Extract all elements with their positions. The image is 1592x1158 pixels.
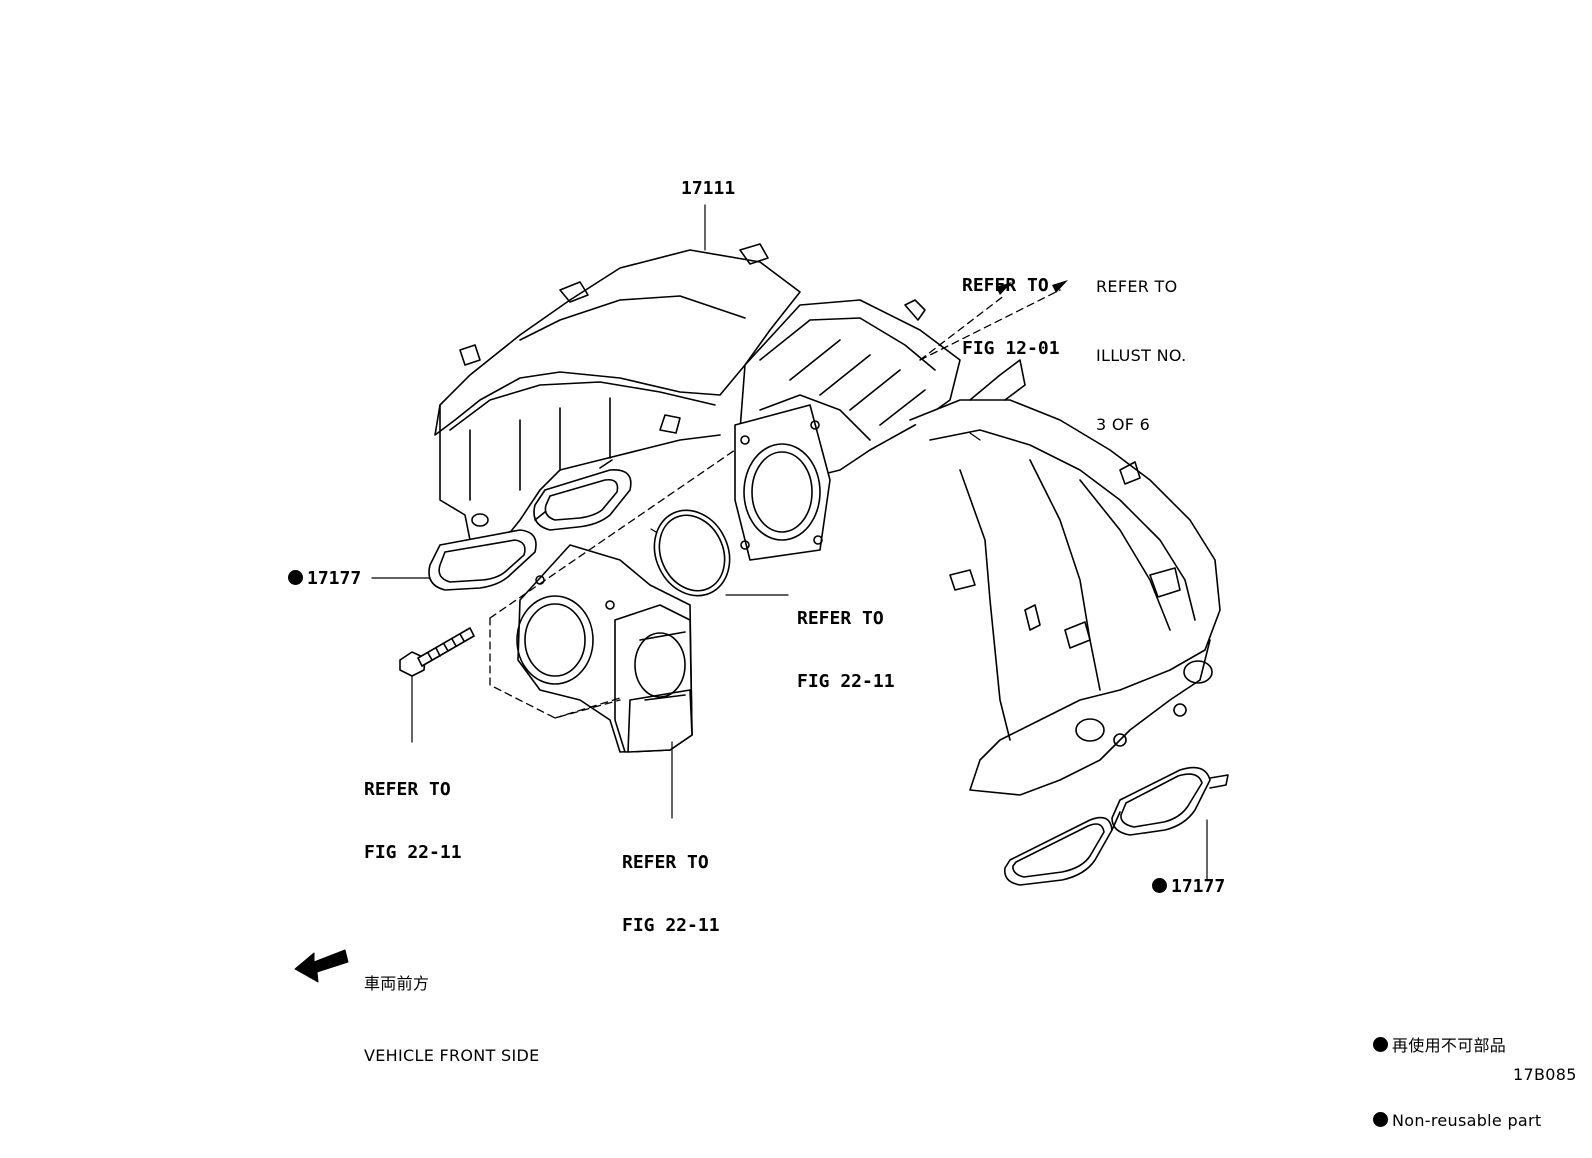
callout-17177-right-text: 17177: [1171, 876, 1226, 897]
ref-line: 3 OF 6: [1096, 415, 1151, 434]
ref-line: REFER TO: [1096, 277, 1178, 296]
legend-dot: [1373, 1112, 1388, 1127]
ref-line: FIG 22-11: [622, 915, 720, 936]
vehicle-front-jp: 車両前方: [364, 974, 430, 993]
callout-17177-left-text: 17177: [307, 568, 362, 589]
ref-line: REFER TO: [622, 852, 709, 873]
legend-dot: [1373, 1037, 1388, 1052]
legend-jp: 再使用不可部品: [1392, 1036, 1507, 1055]
ref-line: REFER TO: [797, 608, 884, 629]
ref-line: ILLUST NO.: [1096, 346, 1187, 365]
ref-fig-12-01: REFER TO FIG 12-01: [962, 233, 1060, 380]
ref-line: FIG 22-11: [364, 842, 462, 863]
throttle-body-gasket: [653, 509, 731, 597]
intake-manifold-diagram: [294, 204, 1229, 983]
throttle-body: [516, 544, 693, 753]
ref-line: REFER TO: [962, 275, 1049, 296]
ref-fig-22-11-throttle: REFER TO FIG 22-11: [622, 810, 720, 957]
non-reusable-dot: [288, 570, 303, 585]
ref-line: FIG 12-01: [962, 338, 1060, 359]
ref-line: FIG 22-11: [797, 671, 895, 692]
callout-17177-left: 17177: [288, 568, 361, 589]
figure-code: 17B085: [1513, 1065, 1577, 1084]
vehicle-front-arrow: [294, 949, 349, 983]
legend-en: Non-reusable part: [1392, 1111, 1542, 1130]
ref-line: REFER TO: [364, 779, 451, 800]
intake-manifold: [434, 243, 1221, 796]
vehicle-front-en: VEHICLE FRONT SIDE: [364, 1046, 540, 1065]
vehicle-front-label: 車両前方 VEHICLE FRONT SIDE: [364, 924, 540, 1092]
ref-fig-22-11-bolt: REFER TO FIG 22-11: [364, 737, 462, 884]
gasket-left: [428, 459, 632, 591]
gasket-right: [1003, 766, 1229, 886]
non-reusable-dot: [1152, 878, 1167, 893]
assembly-lines: [489, 289, 1061, 719]
refer-arrows: [996, 280, 1068, 295]
callout-17111: 17111: [681, 178, 736, 199]
throttle-bolt: [399, 627, 475, 677]
ref-illust: REFER TO ILLUST NO. 3 OF 6: [1096, 229, 1186, 459]
leader-lines: [371, 204, 1208, 881]
callout-17177-right: 17177: [1152, 876, 1225, 897]
ref-fig-22-11-gasket: REFER TO FIG 22-11: [797, 566, 895, 713]
